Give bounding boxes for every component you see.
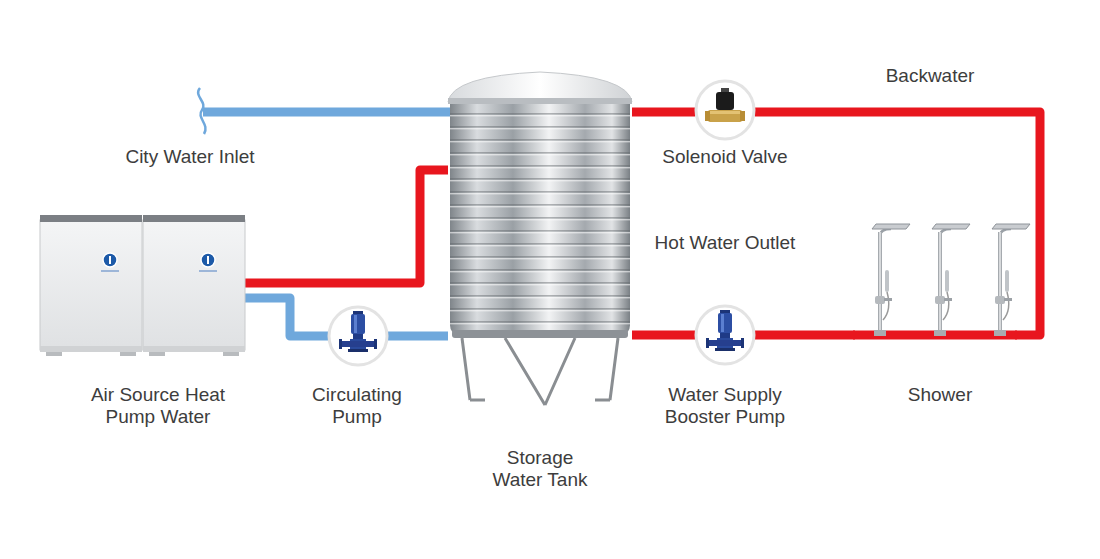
solenoid-valve-icon bbox=[696, 81, 754, 139]
illustration-part bbox=[353, 334, 363, 339]
illustration-part bbox=[348, 349, 368, 352]
illustration-part bbox=[462, 338, 618, 405]
illustration-part bbox=[203, 108, 452, 117]
water-pipe bbox=[755, 112, 1040, 335]
shower: Shower bbox=[855, 220, 1015, 345]
illustration-part bbox=[143, 346, 245, 352]
illustration-part bbox=[448, 98, 632, 104]
illustration-part bbox=[932, 224, 970, 229]
illustration-part bbox=[450, 100, 630, 336]
water-pipe bbox=[388, 332, 448, 341]
illustration-part bbox=[374, 339, 377, 349]
storage-tank bbox=[448, 72, 632, 405]
illustration-part bbox=[944, 298, 952, 301]
illustration-part bbox=[706, 338, 709, 348]
illustration-part bbox=[103, 253, 117, 267]
illustration-part bbox=[716, 92, 734, 110]
illustration-part bbox=[998, 232, 1002, 332]
backwater-label: Backwater bbox=[886, 65, 975, 87]
illustration-part bbox=[874, 330, 886, 336]
illustration-part bbox=[101, 270, 119, 272]
circulating-pump-icon bbox=[329, 307, 387, 365]
illustration-part bbox=[884, 298, 892, 301]
component-label: Solenoid Valve bbox=[640, 146, 810, 168]
illustration-part bbox=[718, 313, 732, 333]
water-pipe bbox=[632, 331, 695, 340]
illustration-part bbox=[199, 270, 217, 272]
illustration-part bbox=[143, 220, 245, 350]
solenoid-valve: Solenoid Valve bbox=[695, 80, 755, 140]
illustration-part bbox=[705, 111, 710, 121]
city-inlet-pipe bbox=[198, 88, 452, 134]
illustration-part bbox=[938, 232, 942, 332]
illustration-part bbox=[945, 270, 949, 292]
illustration-part bbox=[1005, 270, 1009, 292]
shower-set bbox=[853, 224, 1030, 336]
illustration-part bbox=[994, 330, 1006, 336]
component-label: Circulating Pump bbox=[295, 384, 420, 428]
illustration-part bbox=[143, 215, 245, 222]
illustration-part bbox=[40, 346, 142, 352]
component-label: Water Supply Booster Pump bbox=[655, 384, 795, 428]
illustration-part bbox=[872, 224, 910, 229]
illustration-part bbox=[354, 315, 357, 333]
water-pipe bbox=[755, 331, 855, 340]
illustration-part bbox=[452, 330, 628, 338]
illustration-part bbox=[875, 296, 885, 304]
illustration-part bbox=[707, 340, 743, 346]
illustration-part bbox=[448, 72, 632, 102]
component-label: Air Source Heat Pump Water bbox=[71, 384, 246, 428]
illustration-part bbox=[340, 341, 376, 347]
illustration-part bbox=[223, 352, 239, 356]
water-pipe bbox=[632, 108, 695, 117]
illustration-part bbox=[40, 220, 142, 350]
booster-pump-icon bbox=[696, 306, 754, 364]
illustration-part bbox=[149, 352, 165, 356]
outlet-label: Hot Water Outlet bbox=[655, 232, 796, 254]
illustration-part bbox=[120, 352, 136, 356]
illustration-part bbox=[934, 330, 946, 336]
inlet-label: City Water Inlet bbox=[125, 146, 254, 168]
illustration-part bbox=[932, 224, 970, 336]
illustration-part bbox=[351, 314, 365, 334]
illustration-part bbox=[1004, 298, 1012, 301]
component-label: Shower bbox=[880, 384, 1000, 406]
illustration-part bbox=[708, 110, 742, 122]
heat-pump-unit bbox=[40, 215, 245, 356]
illustration-part bbox=[872, 224, 910, 336]
illustration-part bbox=[40, 215, 142, 222]
illustration-part bbox=[740, 111, 745, 121]
illustration-part bbox=[885, 270, 889, 292]
illustration-part bbox=[198, 88, 205, 134]
water-pipe bbox=[245, 170, 448, 283]
illustration-part bbox=[450, 100, 630, 336]
illustration-part bbox=[992, 224, 1030, 229]
illustration-part bbox=[878, 232, 882, 332]
storage-tank: Storage Water Tank bbox=[448, 70, 632, 405]
illustration-part bbox=[46, 352, 62, 356]
illustration-part bbox=[853, 331, 1017, 340]
illustration-part bbox=[201, 253, 215, 267]
illustration-part bbox=[721, 314, 724, 332]
illustration-part bbox=[696, 81, 754, 139]
heat-pump: Air Source Heat Pump Water bbox=[40, 215, 245, 355]
illustration-part bbox=[329, 307, 387, 365]
illustration-part bbox=[339, 339, 342, 349]
illustration-part bbox=[992, 224, 1030, 336]
illustration-part bbox=[708, 111, 742, 114]
illustration-part bbox=[696, 306, 754, 364]
illustration-part bbox=[207, 256, 209, 264]
water-pipe bbox=[245, 298, 328, 336]
illustration-part bbox=[935, 296, 945, 304]
illustration-part bbox=[721, 88, 729, 92]
illustration-part bbox=[720, 333, 730, 338]
component-label: Storage Water Tank bbox=[484, 447, 596, 491]
illustration-part bbox=[109, 256, 111, 264]
illustration-part bbox=[741, 338, 744, 348]
circulating-pump: Circulating Pump bbox=[328, 306, 388, 366]
illustration-part bbox=[995, 296, 1005, 304]
booster-pump: Water Supply Booster Pump bbox=[695, 305, 755, 365]
illustration-part bbox=[715, 348, 735, 351]
